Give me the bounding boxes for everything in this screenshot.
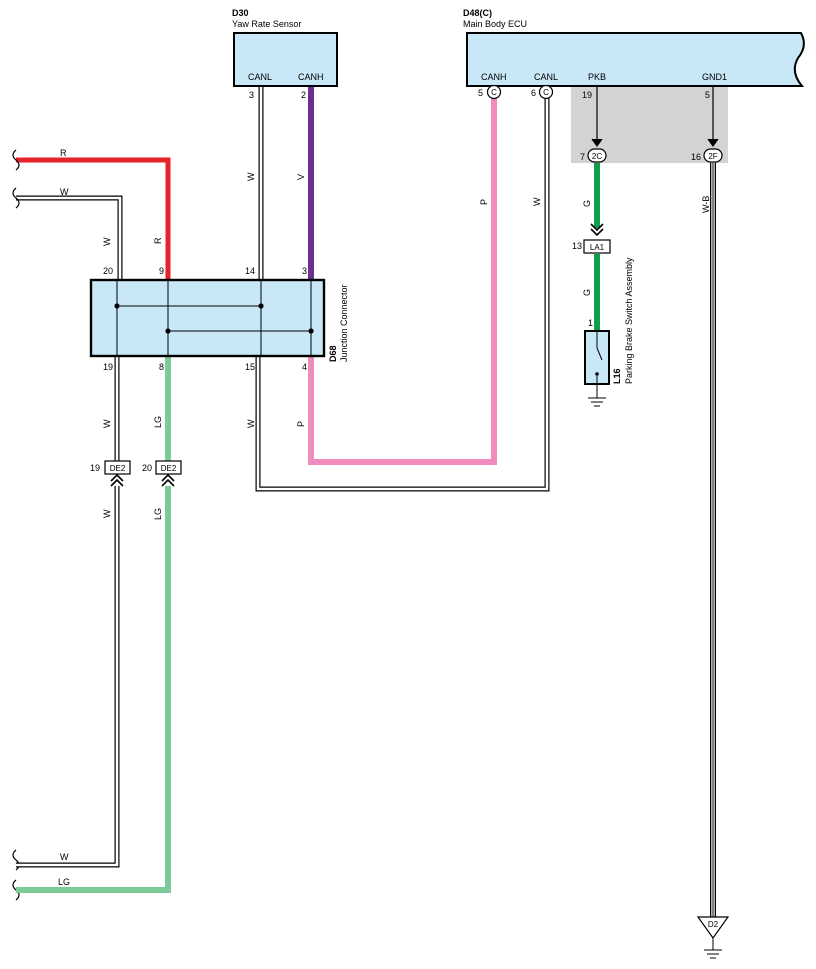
connector-la1: 13 LA1 [572,223,611,254]
wire-break-symbol [12,149,20,901]
wire-label-pkb-g-upper: G [582,200,592,207]
ecu-canh-label: CANH [481,72,507,82]
parking-brake-switch: 1 L16 Parking Brake Switch Assembly [584,257,634,407]
junction-pin-9: 9 [159,266,164,276]
ecu-connector-2c: 2C [587,148,607,163]
connector-chevron-icon [590,223,604,237]
wire-label-out-w: W [60,852,69,862]
wire-label-white-drop: W [102,237,112,246]
ecu-connector-2f: 2F [703,148,723,163]
wire-label-can-p-ecu: P [479,199,489,205]
white-input-wire [16,195,123,280]
wire-label-pkb-g-lower: G [582,289,592,296]
yaw-pin-canl: 3 [249,90,254,100]
yaw-pin-canh: 2 [301,90,306,100]
wire-light-green [16,356,171,893]
ecu-pin-2c: 7 [580,152,585,162]
la1-code: LA1 [590,243,605,252]
junction-pin-20: 20 [103,266,113,276]
yaw-sensor-name: Yaw Rate Sensor [232,19,301,29]
connector-chevron-icon [110,473,124,487]
connector-chevron-icon [161,473,175,487]
ecu-pin-canh: 5 [478,88,483,98]
yaw-canh-label: CANH [298,72,324,82]
junction-pin-4: 4 [302,362,307,372]
ground-icon [704,949,722,959]
de2-pin-b: 20 [142,463,152,473]
wire-color-labels: R W W R W V P W G G W-B W LG W P W LG W … [58,148,711,887]
ecu-connector-c: C [486,84,502,100]
svg-text:2F: 2F [708,152,717,161]
wire-label-gnd-wb: W-B [701,196,711,213]
arrow-icon [707,138,719,148]
red-input-wire [16,157,171,280]
de2-code-b: DE2 [161,464,177,473]
ecu-pin-2f: 16 [691,152,701,162]
ecu-canl-label: CANL [534,72,558,82]
wire-label-red-drop: R [153,237,163,244]
wire-label-red-in: R [60,148,67,158]
wire-label-lower-w2: W [102,509,112,518]
junction-pin-3: 3 [302,266,307,276]
junction-code: D68 [328,345,338,362]
ground-icon [588,397,606,407]
ecu-gnd1-label: GND1 [702,72,727,82]
wire-label-can-v-upper: V [296,174,306,180]
yaw-canl-label: CANL [248,72,272,82]
ecu-code: D48(C) [463,8,492,18]
junction-pin-14: 14 [245,266,255,276]
switch-pin: 1 [588,318,593,328]
ground-code: D2 [708,920,719,929]
wire-label-white-in: W [60,187,69,197]
svg-text:C: C [543,88,549,97]
wire-label-can-w-upper: W [246,172,256,181]
ecu-pin-canl: 6 [531,88,536,98]
ecu-pin-gnd1: 5 [705,90,710,100]
wire-white-can-loop [255,98,550,492]
ecu-pin-pkb: 19 [582,90,592,100]
wire-label-lower-w-can: W [246,419,256,428]
la1-pin: 13 [572,241,582,251]
wire-pink-can-loop [308,98,497,465]
junction-connector: 20 9 14 3 19 8 15 4 D68 Junction Connect… [89,266,349,372]
ground-point-d2: D2 [696,916,730,959]
connector-de2: 19 DE2 [90,460,131,487]
junction-pin-8: 8 [159,362,164,372]
yaw-rate-sensor: D30 Yaw Rate Sensor CANL CANH 3 2 [232,8,338,100]
switch-code: L16 [612,368,622,384]
wire-label-lower-p-can: P [296,421,306,427]
ecu-name: Main Body ECU [463,19,527,29]
connector-de2: 20 DE2 [142,460,182,487]
wire-label-lower-w1: W [102,419,112,428]
junction-pin-15: 15 [245,362,255,372]
junction-name: Junction Connector [339,284,349,362]
de2-code-a: DE2 [110,464,126,473]
main-body-ecu: D48(C) Main Body ECU CANH CANL PKB GND1 … [463,8,805,163]
ecu-pkb-label: PKB [588,72,606,82]
wire-white-lower-left [16,356,120,868]
switch-name: Parking Brake Switch Assembly [624,257,634,384]
wire-label-lower-lg2: LG [153,508,163,520]
wire-label-lower-lg1: LG [153,416,163,428]
svg-text:C: C [491,88,497,97]
de2-pin-a: 19 [90,463,100,473]
ecu-connector-c: C [538,84,554,100]
yaw-sensor-code: D30 [232,8,249,18]
junction-pin-19: 19 [103,362,113,372]
svg-text:2C: 2C [592,152,602,161]
wire-label-out-lg: LG [58,877,70,887]
arrow-icon [591,138,603,148]
wire-label-can-w-ecu: W [532,197,542,206]
